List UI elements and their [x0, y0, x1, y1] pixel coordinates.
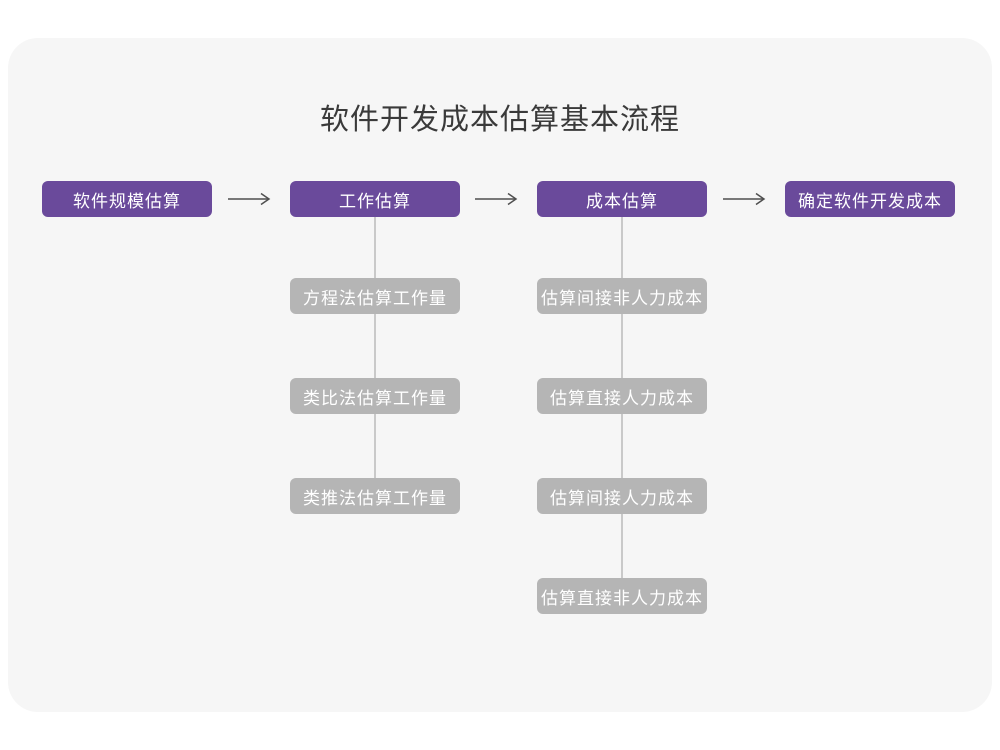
- cost-node-direct-labor: 估算直接人力成本: [537, 378, 707, 414]
- arrow-right-icon: [723, 192, 766, 206]
- flow-node-cost-estimation: 成本估算: [537, 181, 707, 217]
- diagram-card: 软件开发成本估算基本流程 软件规模估算 工作估算 成本估算 确定软件开发成本 方…: [8, 38, 992, 712]
- cost-node-direct-nonlabor: 估算直接非人力成本: [537, 578, 707, 614]
- connector-line-effort: [374, 217, 376, 478]
- flow-node-scale-estimation: 软件规模估算: [42, 181, 212, 217]
- flow-node-effort-estimation: 工作估算: [290, 181, 460, 217]
- effort-method-node-equation: 方程法估算工作量: [290, 278, 460, 314]
- arrow-right-icon: [475, 192, 518, 206]
- cost-node-indirect-nonlabor: 估算间接非人力成本: [537, 278, 707, 314]
- effort-method-node-analogy: 类比法估算工作量: [290, 378, 460, 414]
- diagram-title: 软件开发成本估算基本流程: [319, 104, 680, 136]
- arrow-right-icon: [228, 192, 271, 206]
- cost-node-indirect-labor: 估算间接人力成本: [537, 478, 707, 514]
- flow-node-final-cost: 确定软件开发成本: [785, 181, 955, 217]
- effort-method-node-extrapolation: 类推法估算工作量: [290, 478, 460, 514]
